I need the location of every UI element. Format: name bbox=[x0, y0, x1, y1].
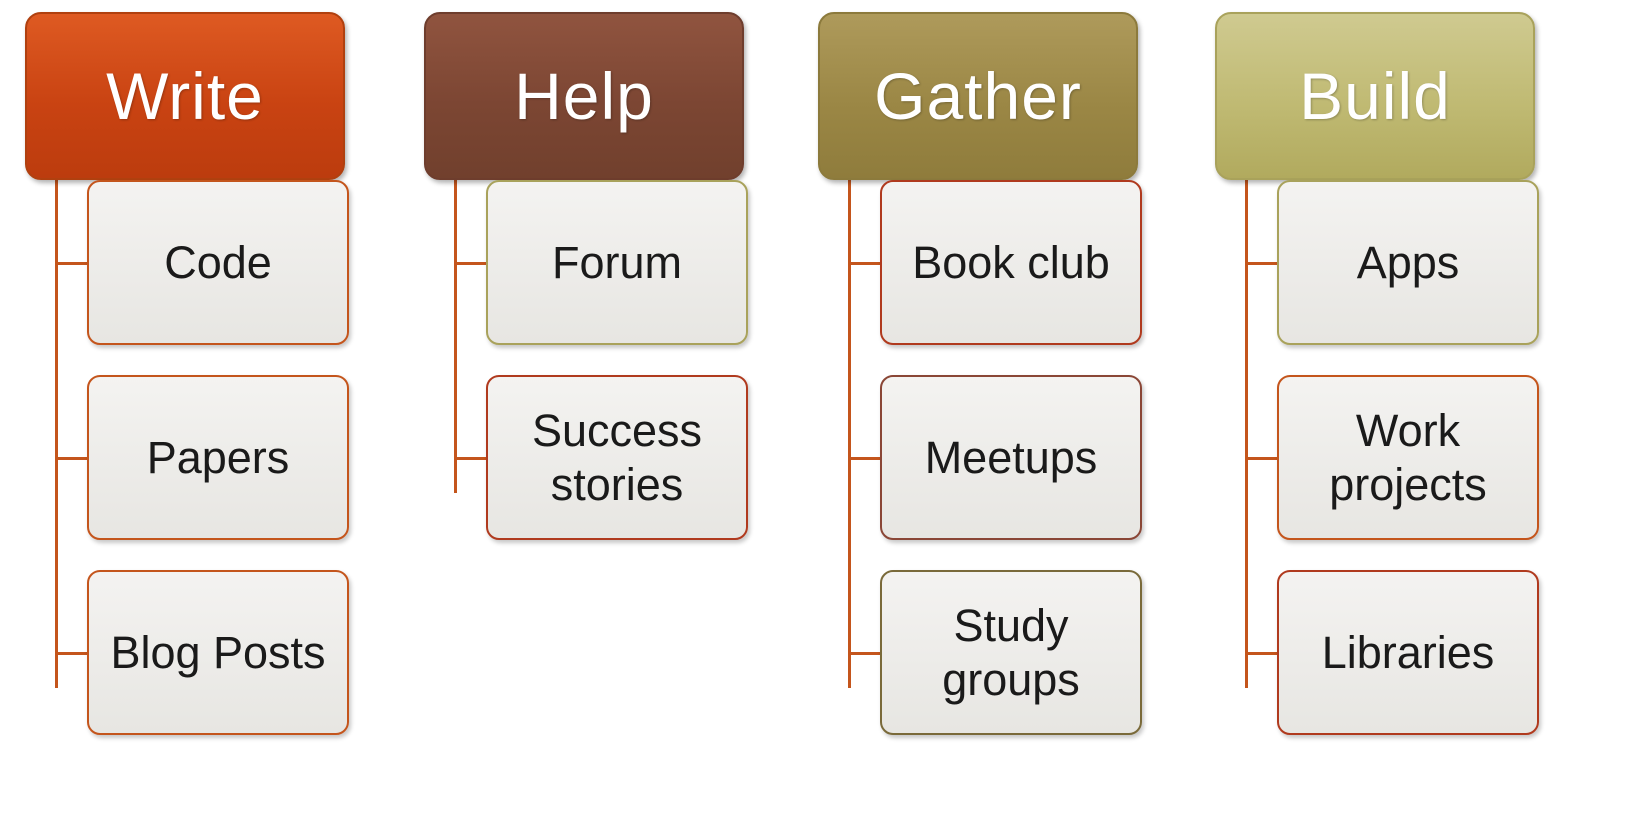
node-label: Blog Posts bbox=[110, 626, 326, 678]
node-label: Success stories bbox=[531, 404, 703, 510]
connector-horizontal bbox=[1245, 261, 1277, 265]
node-forum: Forum bbox=[486, 180, 748, 345]
connector-horizontal bbox=[1245, 456, 1277, 460]
branch-header-build: Build bbox=[1215, 12, 1535, 180]
node-label: Book club bbox=[912, 236, 1110, 288]
node-book-club: Book club bbox=[880, 180, 1142, 345]
connector-horizontal bbox=[454, 456, 486, 460]
node-label: Study groups bbox=[942, 599, 1080, 705]
node-code: Code bbox=[87, 180, 349, 345]
node-libraries: Libraries bbox=[1277, 570, 1539, 735]
node-meetups: Meetups bbox=[880, 375, 1142, 540]
node-label: Meetups bbox=[924, 431, 1098, 483]
branch-header-gather: Gather bbox=[818, 12, 1138, 180]
node-study-groups: Study groups bbox=[880, 570, 1142, 735]
node-blog-posts: Blog Posts bbox=[87, 570, 349, 735]
branch-gather: Gather Book club Meetups Study groups bbox=[818, 12, 1142, 765]
node-label: Forum bbox=[551, 236, 682, 288]
node-apps: Apps bbox=[1277, 180, 1539, 345]
connector-horizontal bbox=[848, 261, 880, 265]
branch-build: Build Apps Work projects Libraries bbox=[1215, 12, 1539, 765]
connector-vertical bbox=[848, 180, 851, 688]
node-work-projects: Work projects bbox=[1277, 375, 1539, 540]
branch-help: Help Forum Success stories bbox=[424, 12, 748, 570]
connector-horizontal bbox=[454, 261, 486, 265]
node-label: Apps bbox=[1356, 236, 1460, 288]
branch-header-help: Help bbox=[424, 12, 744, 180]
node-papers: Papers bbox=[87, 375, 349, 540]
connector-horizontal bbox=[848, 456, 880, 460]
node-label: Libraries bbox=[1321, 626, 1495, 678]
connector-horizontal bbox=[848, 651, 880, 655]
connector-horizontal bbox=[1245, 651, 1277, 655]
connector-vertical bbox=[1245, 180, 1248, 688]
node-label: Code bbox=[164, 236, 272, 288]
connector-horizontal bbox=[55, 261, 87, 265]
branch-write: Write Code Papers Blog Posts bbox=[25, 12, 349, 765]
connector-vertical bbox=[454, 180, 457, 493]
connector-vertical bbox=[55, 180, 58, 688]
node-label: Papers bbox=[146, 431, 290, 483]
branch-title: Write bbox=[106, 59, 264, 133]
branch-title: Build bbox=[1299, 59, 1451, 133]
connector-horizontal bbox=[55, 456, 87, 460]
branch-header-write: Write bbox=[25, 12, 345, 180]
connector-horizontal bbox=[55, 651, 87, 655]
node-success-stories: Success stories bbox=[486, 375, 748, 540]
branch-title: Gather bbox=[874, 59, 1082, 133]
node-label: Work projects bbox=[1329, 404, 1487, 510]
branch-title: Help bbox=[514, 59, 654, 133]
